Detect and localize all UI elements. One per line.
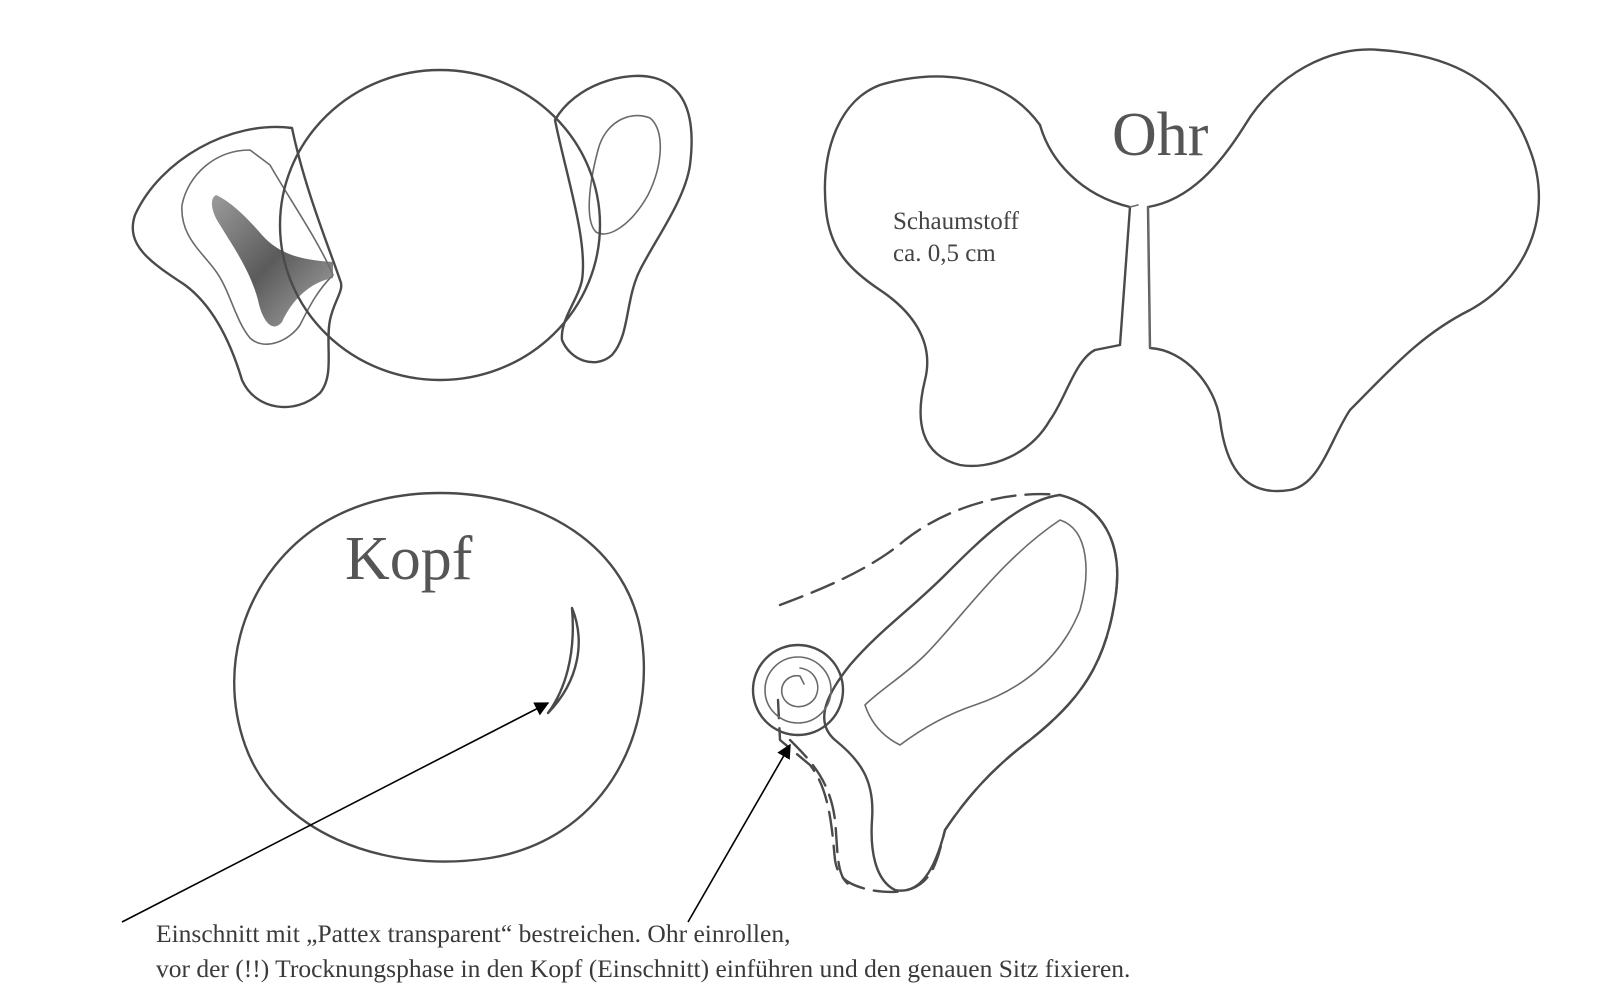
label-kopf: Kopf xyxy=(345,528,472,590)
head-incision xyxy=(548,608,579,713)
assembled-head-figure xyxy=(133,70,692,407)
arrow-to-incision xyxy=(122,703,548,922)
rolled-ear-body xyxy=(824,495,1117,891)
label-material-name: Schaumstoff xyxy=(893,206,1019,238)
rolled-ear-inner xyxy=(865,520,1086,745)
rolled-ear-curl-middle xyxy=(765,657,831,723)
ear-cutout-slit-left xyxy=(1130,205,1138,207)
rolled-ear-figure xyxy=(753,494,1117,892)
arrow-to-curl xyxy=(688,745,790,922)
instruction-caption: Einschnitt mit „Pattex transparent“ best… xyxy=(156,917,1130,986)
caption-line-2: vor der (!!) Trocknungsphase in den Kopf… xyxy=(156,952,1130,987)
label-material: Schaumstoff ca. 0,5 cm xyxy=(893,206,1019,270)
label-ohr: Ohr xyxy=(1112,104,1208,166)
rolled-ear-curl-outer xyxy=(753,645,843,735)
rolled-ear-dashed-bottom xyxy=(790,740,850,885)
ear-cutout-slit-right xyxy=(1148,207,1150,348)
left-ear-shadow xyxy=(212,195,333,326)
rolled-ear-outer xyxy=(778,494,1117,892)
label-material-thickness: ca. 0,5 cm xyxy=(893,238,1019,270)
rolled-ear-curl-inner xyxy=(782,668,818,707)
caption-line-1: Einschnitt mit „Pattex transparent“ best… xyxy=(156,917,1130,952)
